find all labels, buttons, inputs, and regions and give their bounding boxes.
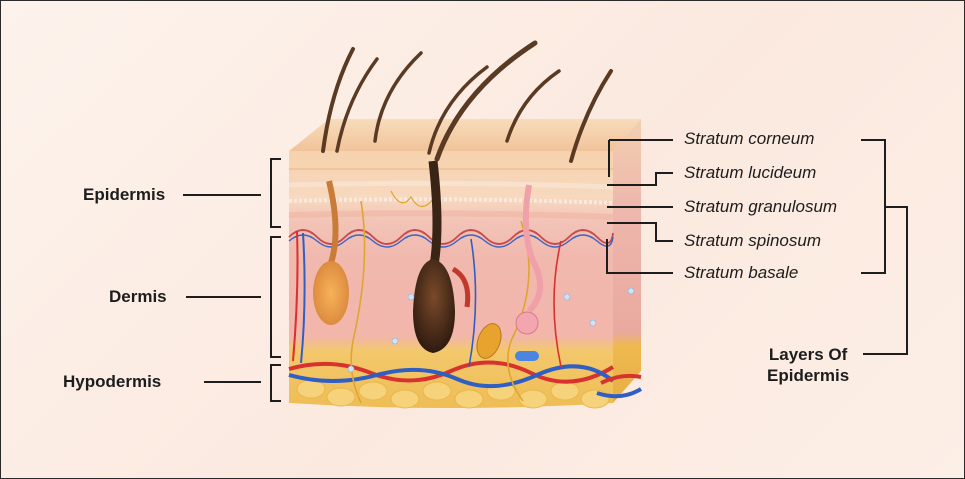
sebaceous-gland [313, 261, 349, 325]
label-epidermis: Epidermis [83, 185, 165, 205]
label-hypodermis: Hypodermis [63, 372, 161, 392]
label-stratum-basale: Stratum basale [684, 263, 798, 283]
group-label-line1: Layers Of [767, 344, 849, 365]
label-stratum-granulosum: Stratum granulosum [684, 197, 837, 217]
receptor [515, 351, 539, 361]
label-stratum-corneum: Stratum corneum [684, 129, 814, 149]
group-label-line2: Epidermis [767, 365, 849, 386]
label-stratum-lucideum: Stratum lucideum [684, 163, 816, 183]
skin-side-face [613, 119, 641, 403]
label-stratum-spinosum: Stratum spinosum [684, 231, 821, 251]
label-layers-of-epidermis: Layers Of Epidermis [767, 344, 849, 386]
label-dermis: Dermis [109, 287, 167, 307]
sweat-gland [516, 312, 538, 334]
